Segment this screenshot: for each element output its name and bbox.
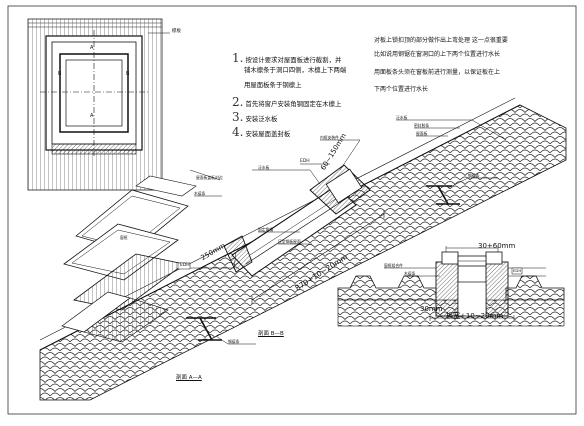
callout-1: 屋面板盖板封边: [196, 175, 223, 180]
edh-tag-1: EDH: [300, 159, 310, 164]
note-1-line-1: 按设计要求对屋面板进行截割，并: [245, 56, 342, 64]
plan-a-top: A: [90, 45, 94, 51]
note-4: 4. 安装屋面盖封板: [232, 126, 290, 138]
edh-tag-3: EDH: [513, 268, 522, 273]
note-2: 2. 首先将窗户安装角钢固定在木檩上: [232, 96, 341, 108]
callout-14: 钢檩条: [228, 339, 240, 344]
callout-7: 窗框: [120, 235, 128, 240]
callout-10: 屋面板: [416, 131, 428, 136]
note-1: 1. 按设计要求对屋面板进行截割，并: [232, 52, 341, 64]
section-aa: [39, 97, 567, 401]
sheet-frame: [7, 5, 577, 415]
note-3-number: 3.: [232, 110, 244, 124]
note-1-line-2: 铺木檩条于洞口四侧，木檩上下两端: [244, 66, 347, 74]
note-right-line-3: 用面板条头须在窗板前进行测量，以保证板在上: [374, 69, 501, 76]
dim-30-60: 30+60mm: [478, 242, 516, 250]
note-2-line-1: 首先将窗户安装角钢固定在木檩上: [245, 100, 342, 108]
callout-3: 内框安装件: [320, 135, 339, 140]
plan-view: [27, 18, 170, 191]
callout-5: 固定角钢: [258, 227, 274, 232]
callout-6: 压型钢板屋面: [278, 239, 301, 244]
note-3-line-1: 安装泛水板: [245, 115, 278, 123]
callout-12: 窗框组合件: [384, 263, 403, 268]
callout-8: 泛水板: [396, 115, 408, 120]
note-right-line-4: 下两个位置进行水长: [374, 86, 429, 93]
note-2-number: 2.: [232, 95, 244, 109]
note-1-line-3: 用屋面板条于钢檩上: [244, 81, 302, 89]
plan-b-left: B: [58, 71, 62, 77]
note-right-line-2: 比如说用钢锯在窗洞口的上下两个位置进行水长: [374, 51, 501, 58]
note-3: 3. 安装泛水板: [232, 111, 277, 123]
note-1-number: 1.: [232, 51, 244, 65]
callout-4: 木檩条: [194, 191, 206, 196]
edh-tag-2: EDH: [180, 263, 190, 268]
section-bb-title: 剖面 B—B: [258, 331, 284, 337]
plan-b-right: B: [126, 71, 130, 77]
plan-a-bottom: A: [90, 113, 94, 119]
dim-30: 30mm: [420, 305, 443, 313]
note-4-line-1: 安装屋面盖封板: [245, 130, 291, 138]
section-aa-title: 剖面 A—A: [176, 375, 202, 381]
note-4-number: 4.: [232, 125, 244, 139]
section-bb: [337, 246, 565, 327]
callout-13: 木檩条: [404, 271, 416, 276]
dim-board-width: 板宽+10~20mm: [446, 312, 504, 320]
callout-9: 密封胶条: [414, 123, 430, 128]
plan-tag: 檩板: [172, 29, 181, 34]
note-right-line-1: 对板上锁扣顶的部分做作出上弯处理 这一点很重要: [374, 37, 508, 44]
callout-11: 钢檩条: [468, 173, 480, 178]
callout-2: 泛水板: [258, 165, 270, 170]
exploded-view: [61, 175, 197, 343]
